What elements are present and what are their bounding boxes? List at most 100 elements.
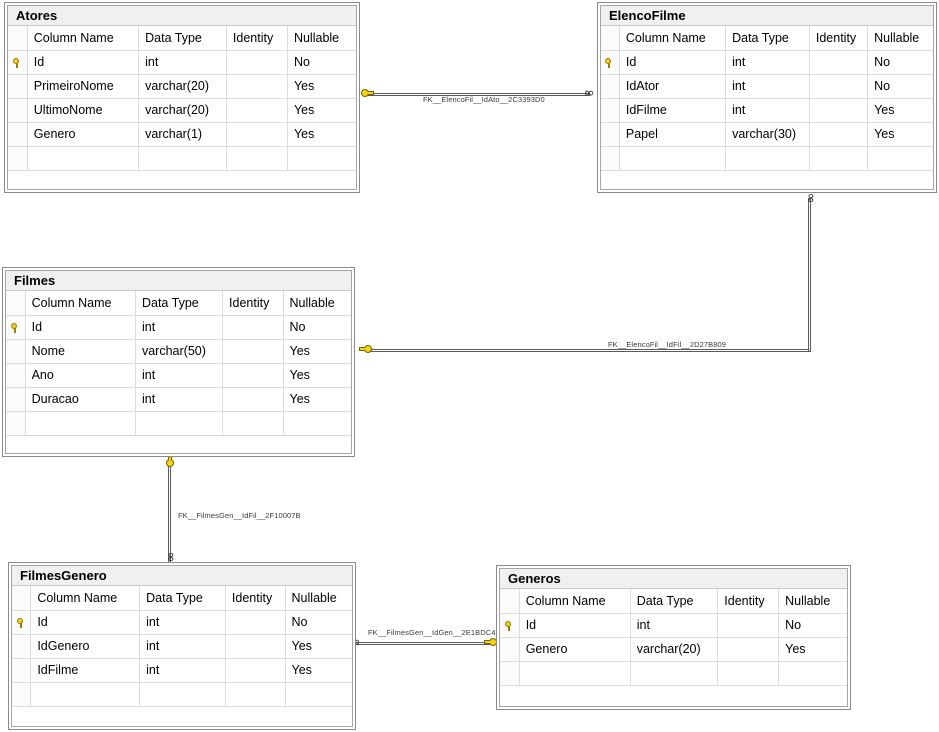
cell-nullable[interactable]: Yes — [867, 98, 933, 123]
cell-column-name[interactable]: Genero — [27, 122, 140, 147]
cell-identity[interactable] — [222, 363, 284, 388]
cell-column-name[interactable]: Id — [619, 50, 727, 75]
cell-identity[interactable] — [225, 610, 286, 635]
cell-nullable[interactable]: Yes — [283, 387, 351, 412]
relationship-line-elencofilme-idator[interactable] — [368, 93, 590, 96]
table-row[interactable]: Duracao int Yes — [6, 387, 351, 412]
header-data-type[interactable]: Data Type — [135, 291, 224, 316]
table-row[interactable]: Id int No — [601, 50, 933, 75]
cell-identity[interactable] — [222, 411, 284, 436]
cell-data-type[interactable]: varchar(50) — [135, 339, 224, 364]
cell-nullable[interactable]: No — [283, 315, 351, 340]
cell-nullable[interactable]: Yes — [778, 637, 847, 662]
cell-data-type[interactable]: int — [135, 315, 224, 340]
cell-column-name[interactable]: IdAtor — [619, 74, 727, 99]
cell-data-type[interactable]: int — [138, 50, 227, 75]
cell-nullable[interactable]: No — [867, 50, 933, 75]
cell-nullable[interactable]: Yes — [283, 363, 351, 388]
cell-column-name[interactable]: Id — [30, 610, 141, 635]
cell-nullable[interactable]: Yes — [287, 74, 356, 99]
table-row[interactable]: PrimeiroNome varchar(20) Yes — [8, 74, 356, 99]
table-elencofilme[interactable]: ElencoFilme Column Name Data Type Identi… — [597, 2, 937, 193]
table-title[interactable]: ElencoFilme — [601, 6, 933, 26]
table-row[interactable]: Genero varchar(20) Yes — [500, 637, 847, 662]
header-column-name[interactable]: Column Name — [30, 586, 141, 611]
cell-identity[interactable] — [225, 634, 286, 659]
table-row-empty[interactable] — [12, 682, 352, 707]
cell-column-name[interactable]: Papel — [619, 122, 727, 147]
header-nullable[interactable]: Nullable — [867, 26, 933, 51]
cell-data-type[interactable]: int — [725, 98, 810, 123]
table-filmesgenero-grid[interactable]: Column Name Data Type Identity Nullable … — [12, 586, 352, 707]
cell-data-type[interactable]: int — [725, 74, 810, 99]
table-row[interactable]: IdFilme int Yes — [12, 658, 352, 683]
table-filmes[interactable]: Filmes Column Name Data Type Identity Nu… — [2, 267, 355, 457]
cell-nullable[interactable]: Yes — [285, 658, 352, 683]
table-row[interactable]: Id int No — [8, 50, 356, 75]
header-identity[interactable]: Identity — [809, 26, 869, 51]
header-nullable[interactable]: Nullable — [287, 26, 356, 51]
table-row-empty[interactable] — [8, 146, 356, 171]
header-data-type[interactable]: Data Type — [630, 589, 719, 614]
header-data-type[interactable]: Data Type — [138, 26, 227, 51]
cell-identity[interactable] — [226, 98, 288, 123]
cell-column-name[interactable]: IdFilme — [30, 658, 141, 683]
cell-identity[interactable] — [717, 661, 780, 686]
table-title[interactable]: Generos — [500, 569, 847, 589]
header-data-type[interactable]: Data Type — [139, 586, 226, 611]
cell-data-type[interactable]: int — [139, 634, 226, 659]
cell-nullable[interactable] — [287, 146, 356, 171]
cell-nullable[interactable] — [285, 682, 352, 707]
cell-identity[interactable] — [225, 682, 286, 707]
table-row[interactable]: IdGenero int Yes — [12, 634, 352, 659]
cell-identity[interactable] — [717, 613, 780, 638]
cell-identity[interactable] — [222, 387, 284, 412]
cell-column-name[interactable]: IdGenero — [30, 634, 141, 659]
relationship-line-filmesgenero-idgenero[interactable] — [356, 642, 492, 645]
cell-column-name[interactable] — [519, 661, 631, 686]
table-generos-grid[interactable]: Column Name Data Type Identity Nullable … — [500, 589, 847, 686]
cell-nullable[interactable]: Yes — [287, 122, 356, 147]
cell-nullable[interactable]: Yes — [287, 98, 356, 123]
cell-column-name[interactable]: Id — [25, 315, 136, 340]
cell-identity[interactable] — [809, 50, 869, 75]
cell-nullable[interactable]: No — [778, 613, 847, 638]
table-row[interactable]: IdFilme int Yes — [601, 98, 933, 123]
cell-identity[interactable] — [226, 50, 288, 75]
cell-column-name[interactable] — [619, 146, 727, 171]
header-nullable[interactable]: Nullable — [285, 586, 352, 611]
table-filmes-grid[interactable]: Column Name Data Type Identity Nullable … — [6, 291, 351, 436]
cell-nullable[interactable]: Yes — [867, 122, 933, 147]
table-row[interactable]: Genero varchar(1) Yes — [8, 122, 356, 147]
cell-data-type[interactable]: varchar(20) — [138, 74, 227, 99]
cell-data-type[interactable]: int — [135, 363, 224, 388]
cell-nullable[interactable] — [778, 661, 847, 686]
cell-identity[interactable] — [809, 122, 869, 147]
cell-identity[interactable] — [809, 146, 869, 171]
table-elencofilme-grid[interactable]: Column Name Data Type Identity Nullable … — [601, 26, 933, 171]
cell-data-type[interactable]: int — [139, 610, 226, 635]
cell-column-name[interactable] — [30, 682, 141, 707]
cell-data-type[interactable]: varchar(20) — [630, 637, 719, 662]
cell-data-type[interactable] — [135, 411, 224, 436]
table-atores[interactable]: Atores Column Name Data Type Identity Nu… — [4, 2, 360, 193]
cell-data-type[interactable]: int — [139, 658, 226, 683]
header-identity[interactable]: Identity — [225, 586, 286, 611]
relationship-line-filmesgenero-idfilme[interactable] — [168, 462, 171, 562]
table-row-empty[interactable] — [601, 146, 933, 171]
cell-data-type[interactable]: varchar(1) — [138, 122, 227, 147]
header-identity[interactable]: Identity — [222, 291, 284, 316]
cell-nullable[interactable]: Yes — [285, 634, 352, 659]
table-row[interactable]: Id int No — [6, 315, 351, 340]
cell-column-name[interactable]: Id — [27, 50, 140, 75]
cell-nullable[interactable]: No — [867, 74, 933, 99]
cell-data-type[interactable]: int — [725, 50, 810, 75]
table-row[interactable]: Ano int Yes — [6, 363, 351, 388]
cell-column-name[interactable]: Genero — [519, 637, 631, 662]
cell-data-type[interactable]: int — [135, 387, 224, 412]
table-generos[interactable]: Generos Column Name Data Type Identity N… — [496, 565, 851, 710]
table-atores-grid[interactable]: Column Name Data Type Identity Nullable … — [8, 26, 356, 171]
table-row-empty[interactable] — [500, 661, 847, 686]
cell-identity[interactable] — [226, 74, 288, 99]
